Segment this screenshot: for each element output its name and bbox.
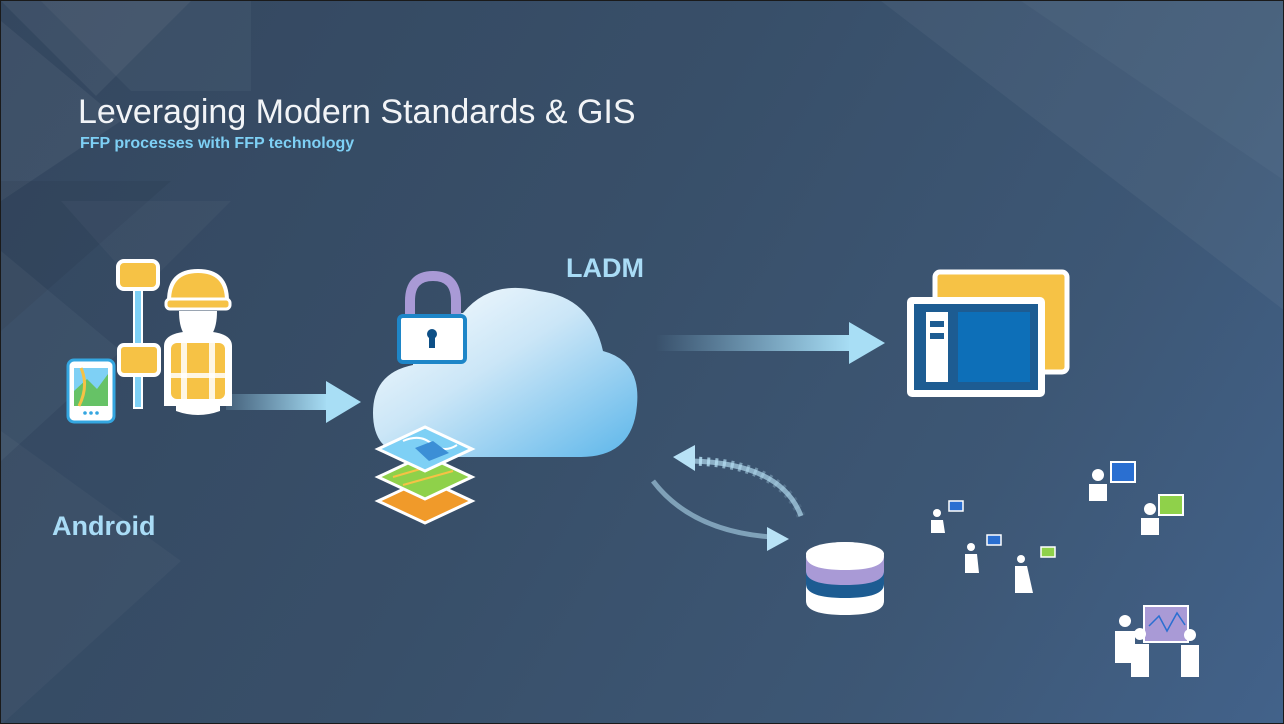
tablet-map-icon (66, 358, 116, 424)
sync-arrows (651, 445, 806, 551)
slide-title: Leveraging Modern Standards & GIS (78, 93, 636, 131)
cloud-label: LADM (566, 253, 644, 283)
slide-subtitle: FFP processes with FFP technology (80, 135, 355, 152)
map-layers-icon (374, 425, 476, 525)
database-icon (806, 542, 884, 615)
lock-icon (397, 270, 467, 364)
office-users-icon (931, 461, 1184, 593)
arrow-to-cloud (226, 381, 361, 423)
field-label: Android (52, 511, 156, 541)
arrow-to-application (656, 322, 885, 364)
gnss-pole-icon (116, 259, 161, 409)
meeting-presentation-icon (1115, 605, 1199, 677)
desktop-application-icon (907, 269, 1070, 397)
field-surveyor-icon (164, 268, 232, 415)
